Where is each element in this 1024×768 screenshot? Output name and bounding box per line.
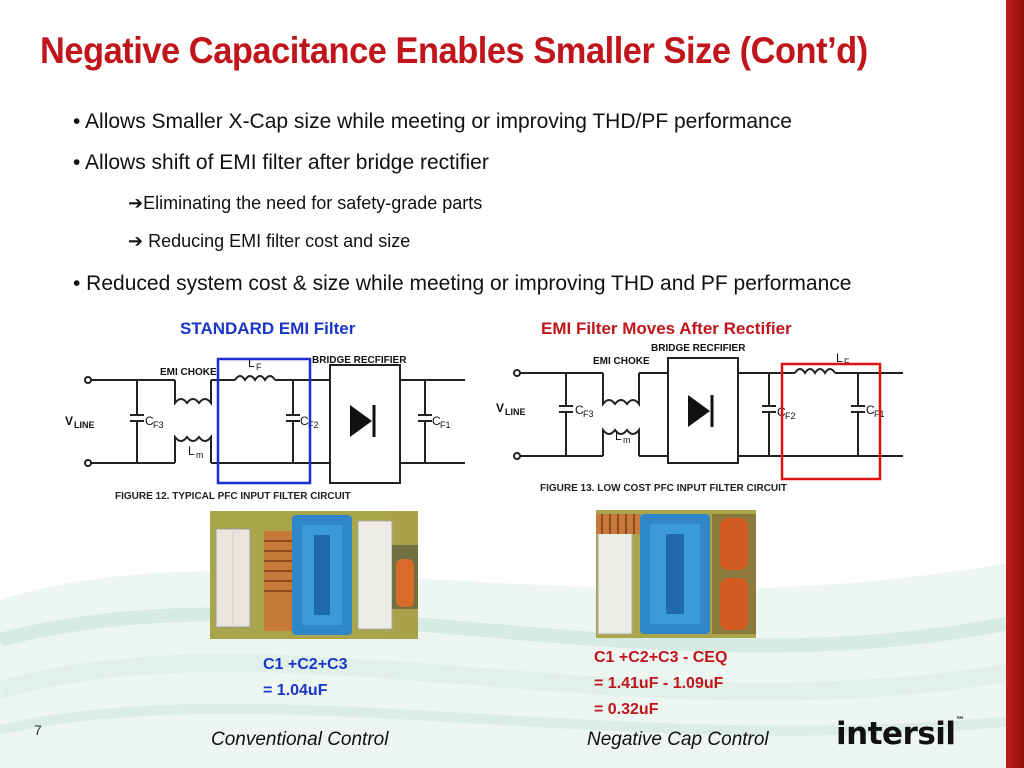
right-calc-line-3: = 0.32uF xyxy=(594,701,659,718)
sub-bullet-2: ➔ Reducing EMI filter cost and size xyxy=(128,231,411,251)
svg-text:m: m xyxy=(196,450,204,460)
svg-text:LINE: LINE xyxy=(74,420,95,430)
sub-bullet-1: ➔Eliminating the need for safety-grade p… xyxy=(128,193,483,213)
svg-text:FIGURE 13. LOW COST PFC INPUT: FIGURE 13. LOW COST PFC INPUT FILTER CIR… xyxy=(540,483,787,494)
svg-text:F2: F2 xyxy=(785,411,796,421)
right-caption: EMI Filter Moves After Rectifier xyxy=(541,319,792,338)
svg-text:FIGURE 12. TYPICAL PFC INPUT: FIGURE 12. TYPICAL PFC INPUT FILTER CIRC… xyxy=(115,491,351,502)
right-highlight-box xyxy=(780,362,882,481)
right-calc: C1 +C2+C3 - CEQ = 1.41uF - 1.09uF = 0.32… xyxy=(594,645,727,723)
svg-text:F3: F3 xyxy=(153,420,164,430)
svg-text:L: L xyxy=(615,429,622,443)
left-highlight-box xyxy=(216,357,312,485)
svg-text:L: L xyxy=(248,356,255,370)
right-calc-line-1: C1 +C2+C3 - CEQ xyxy=(594,649,728,666)
left-calc: C1 +C2+C3 = 1.04uF xyxy=(263,652,348,704)
svg-text:BRIDGE RECFIFIER: BRIDGE RECFIFIER xyxy=(651,343,746,354)
negative-cap-board-photo xyxy=(596,510,756,638)
logo-tm: ™ xyxy=(955,716,965,726)
bullet-3: • Reduced system cost & size while meeti… xyxy=(73,272,852,295)
svg-text:F1: F1 xyxy=(440,420,451,430)
svg-text:LINE: LINE xyxy=(505,407,526,417)
svg-text:F: F xyxy=(844,357,850,367)
conventional-board-photo xyxy=(210,511,418,639)
negative-cap-control-label: Negative Cap Control xyxy=(587,729,769,750)
conventional-control-label: Conventional Control xyxy=(211,729,389,750)
intersil-logo: intersil™ xyxy=(836,716,965,752)
svg-text:V: V xyxy=(496,401,504,415)
left-calc-line-2: = 1.04uF xyxy=(263,682,328,699)
right-accent-bar xyxy=(1006,0,1024,768)
slide-title: Negative Capacitance Enables Smaller Siz… xyxy=(40,30,868,71)
page-number: 7 xyxy=(34,722,42,738)
svg-text:m: m xyxy=(623,435,631,445)
logo-text: intersil xyxy=(836,716,956,752)
svg-text:C: C xyxy=(300,414,309,428)
svg-text:F2: F2 xyxy=(308,420,319,430)
right-calc-line-2: = 1.41uF - 1.09uF xyxy=(594,675,724,692)
left-calc-line-1: C1 +C2+C3 xyxy=(263,656,348,673)
svg-text:C: C xyxy=(575,403,584,417)
bullet-2: • Allows shift of EMI filter after bridg… xyxy=(73,151,489,174)
svg-text:L: L xyxy=(188,444,195,458)
svg-text:F: F xyxy=(256,362,262,372)
svg-text:C: C xyxy=(145,414,154,428)
bullet-1: • Allows Smaller X-Cap size while meetin… xyxy=(73,110,792,133)
svg-text:EMI CHOKE: EMI CHOKE xyxy=(593,356,650,367)
svg-text:F3: F3 xyxy=(583,409,594,419)
svg-text:EMI CHOKE: EMI CHOKE xyxy=(160,367,217,378)
svg-text:C: C xyxy=(432,414,441,428)
svg-text:C: C xyxy=(866,403,875,417)
svg-text:BRIDGE RECFIFIER: BRIDGE RECFIFIER xyxy=(312,355,407,366)
left-caption: STANDARD EMI Filter xyxy=(180,319,356,338)
svg-text:L: L xyxy=(836,351,843,365)
svg-text:V: V xyxy=(65,414,73,428)
